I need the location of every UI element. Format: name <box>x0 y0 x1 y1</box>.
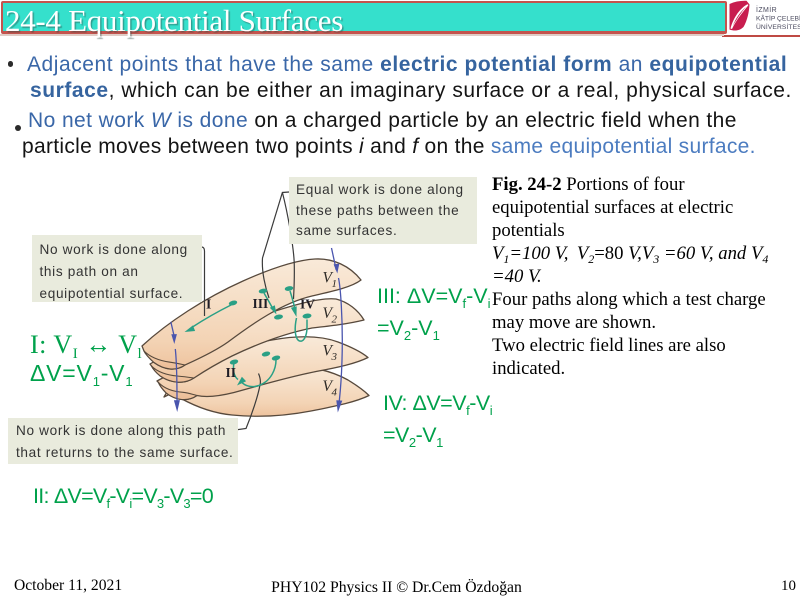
svg-text:III: III <box>253 296 269 311</box>
svg-text:II: II <box>226 365 237 380</box>
svg-text:KÂTİP ÇELEBİ: KÂTİP ÇELEBİ <box>756 14 800 23</box>
svg-text:İZMİR: İZMİR <box>756 5 777 14</box>
svg-text:V: V <box>323 270 334 287</box>
svg-text:IV: IV <box>300 297 315 312</box>
svg-text:I: I <box>206 297 211 312</box>
svg-text:V: V <box>323 305 334 322</box>
svg-text:V: V <box>323 378 334 395</box>
svg-text:2: 2 <box>332 314 338 326</box>
svg-text:ÜNİVERSİTESİ: ÜNİVERSİTESİ <box>756 22 800 31</box>
svg-text:4: 4 <box>332 387 338 399</box>
svg-text:V: V <box>323 343 334 360</box>
svg-text:3: 3 <box>331 351 338 363</box>
svg-text:1: 1 <box>332 278 338 290</box>
